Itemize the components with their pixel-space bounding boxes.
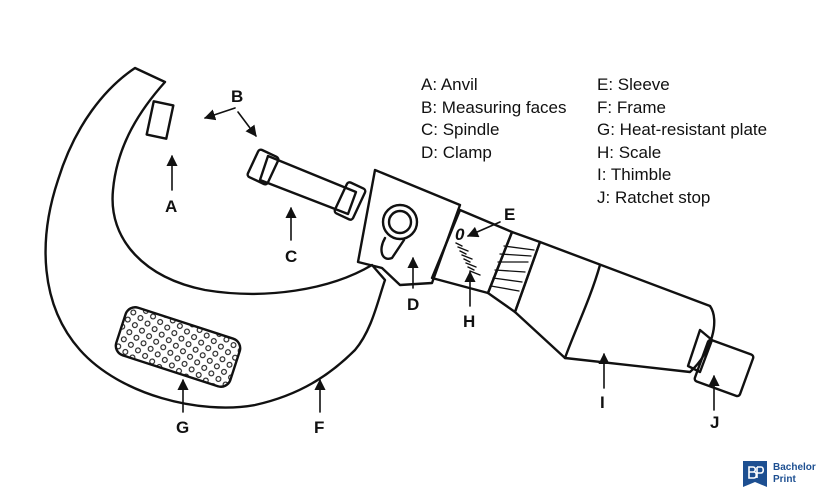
clamp-knob (387, 209, 413, 235)
marker-h: H (463, 312, 475, 331)
legend-item-heat-resistant-plate: G: Heat-resistant plate (597, 120, 768, 140)
legend-item-ratchet-stop: J: Ratchet stop (597, 187, 711, 207)
legend-item-thimble: I: Thimble (597, 165, 672, 185)
anvil (145, 100, 175, 140)
frame-outline (44, 66, 387, 409)
legend-item-measuring-faces: B: Measuring faces (421, 97, 567, 117)
marker-g: G (176, 418, 189, 437)
logo-line-1: Bachelor (773, 462, 816, 473)
legend-column-2: E: Sleeve F: Frame G: Heat-resistant pla… (597, 74, 767, 210)
legend-item-anvil: A: Anvil (421, 75, 478, 94)
arrow-b-left (203, 107, 236, 121)
clamp-body (356, 168, 462, 287)
legend-column-1: A: Anvil B: Measuring faces C: Spindle D… (421, 74, 567, 164)
thimble (513, 240, 716, 374)
clamp-ring (381, 203, 419, 241)
marker-d: D (407, 295, 419, 314)
scale-ticks (455, 242, 481, 276)
marker-i: I (600, 393, 605, 412)
arrow-b-right (237, 111, 257, 137)
legend-item-clamp: D: Clamp (421, 142, 492, 162)
logo-mark-icon (743, 461, 767, 487)
marker-j: J (710, 413, 719, 432)
marker-a: A (165, 197, 177, 216)
logo-line-2: Print (773, 474, 796, 485)
bachelor-print-logo: Bachelor Print (740, 458, 820, 490)
clamp-lever (380, 236, 406, 260)
marker-f: F (314, 418, 324, 437)
thimble-knurl (486, 230, 542, 314)
legend-item-scale: H: Scale (597, 142, 662, 162)
ratchet-stop (693, 338, 755, 398)
arrow-e (466, 221, 501, 238)
heat-resistant-plate (114, 306, 242, 388)
marker-c: C (285, 247, 297, 266)
legend-item-sleeve: E: Sleeve (597, 75, 670, 94)
spindle (246, 148, 367, 221)
ratchet-stop-neck (686, 328, 714, 374)
scale-zero: 0 (455, 225, 465, 244)
marker-e: E (504, 205, 515, 224)
legend-item-frame: F: Frame (597, 97, 666, 117)
legend-item-spindle: C: Spindle (421, 120, 500, 140)
marker-b: B (231, 87, 243, 106)
